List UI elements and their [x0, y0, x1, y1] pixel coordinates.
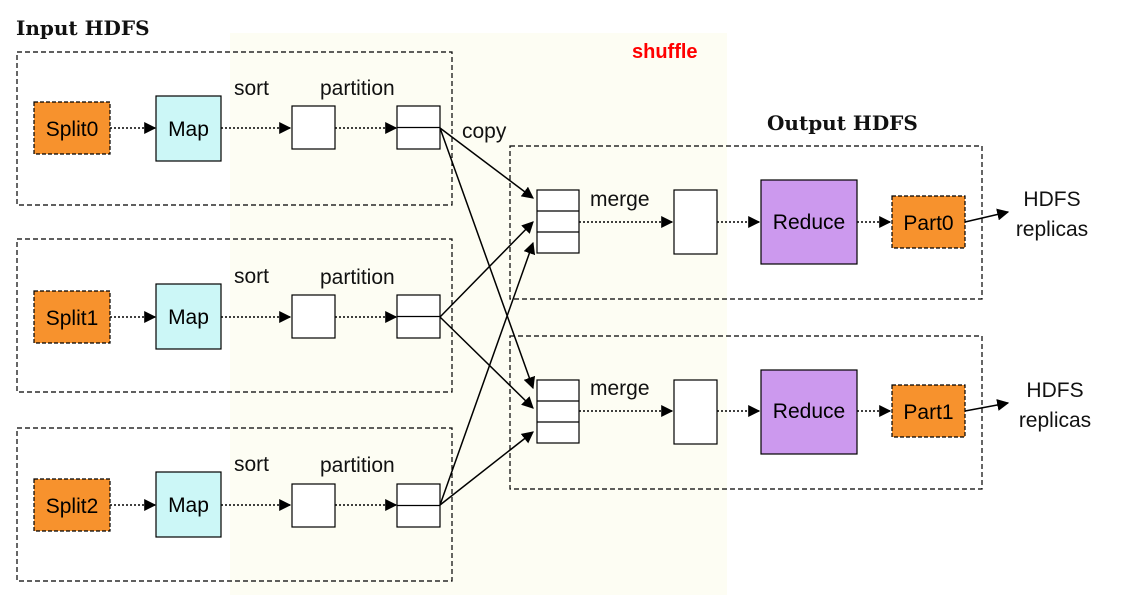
split-label-0: Split0	[46, 118, 99, 141]
map-container-1	[16, 238, 453, 393]
part-to-hdfs-arrow-1	[964, 399, 1010, 412]
split-box-2	[33, 478, 111, 532]
sort-buffer-0	[291, 105, 336, 150]
part-box-0	[891, 195, 966, 249]
copy-arrows	[439, 127, 536, 506]
merge-label-0: merge	[590, 188, 650, 211]
partition-label-2: partition	[320, 454, 395, 477]
map-box-2	[155, 471, 222, 538]
map-container-2	[16, 427, 453, 582]
map-label-2: Map	[168, 494, 209, 517]
merge-input-buffer-0	[536, 189, 580, 254]
copy-arrow-m2-r1	[439, 431, 534, 506]
map-label-1: Map	[168, 306, 209, 329]
split-label-2: Split2	[46, 495, 99, 518]
sort-buffer-2	[291, 483, 336, 528]
reduce-box-0	[760, 179, 858, 265]
merge-input-buffer-1	[536, 379, 580, 444]
partition-label-1: partition	[320, 266, 395, 289]
part-label-0: Part0	[903, 212, 953, 235]
map-label-0: Map	[168, 118, 209, 141]
reduce-label-0: Reduce	[773, 211, 845, 234]
reduce-row-0: merge Reduce Part0 HDFS replicas	[509, 145, 1088, 300]
sort-label-2: sort	[234, 453, 269, 476]
map-container-0	[16, 51, 453, 206]
reduce-row-1: merge Reduce Part1 HDFS replicas	[509, 335, 1091, 490]
replicas-label-0: replicas	[1016, 218, 1088, 241]
copy-arrow-m1-r1	[439, 316, 534, 409]
input-hdfs-title: Input HDFS	[16, 16, 150, 40]
sort-label-0: sort	[234, 77, 269, 100]
copy-arrow-m0-r1	[439, 127, 536, 390]
sort-buffer-1	[291, 294, 336, 339]
reduce-container-1	[509, 335, 983, 490]
copy-arrow-m2-r0	[439, 241, 536, 506]
copy-arrow-m1-r0	[439, 221, 534, 318]
partition-label-0: partition	[320, 77, 395, 100]
map-row-0: Split0 Map sort partition	[16, 51, 453, 206]
merged-buffer-1	[673, 379, 718, 445]
part-label-1: Part1	[903, 401, 953, 424]
split-label-1: Split1	[46, 307, 99, 330]
hdfs-label-1: HDFS	[1026, 379, 1083, 402]
shuffle-title: shuffle	[632, 41, 698, 63]
map-row-2: Split2 Map sort partition	[16, 427, 453, 582]
reduce-label-1: Reduce	[773, 400, 845, 423]
merged-buffer-0	[673, 189, 718, 255]
part-box-1	[891, 384, 966, 438]
part-to-hdfs-arrow-0	[964, 208, 1010, 223]
hdfs-label-0: HDFS	[1023, 188, 1080, 211]
copy-arrow-m0-r0	[439, 127, 534, 199]
output-hdfs-title: Output HDFS	[767, 111, 918, 135]
sort-label-1: sort	[234, 265, 269, 288]
reduce-container-0	[509, 145, 983, 300]
map-box-1	[155, 283, 222, 350]
map-row-1: Split1 Map sort partition	[16, 238, 453, 393]
replicas-label-1: replicas	[1019, 409, 1091, 432]
reduce-box-1	[760, 369, 858, 455]
split-box-0	[33, 101, 111, 155]
copy-label: copy	[462, 120, 507, 143]
merge-label-1: merge	[590, 377, 650, 400]
